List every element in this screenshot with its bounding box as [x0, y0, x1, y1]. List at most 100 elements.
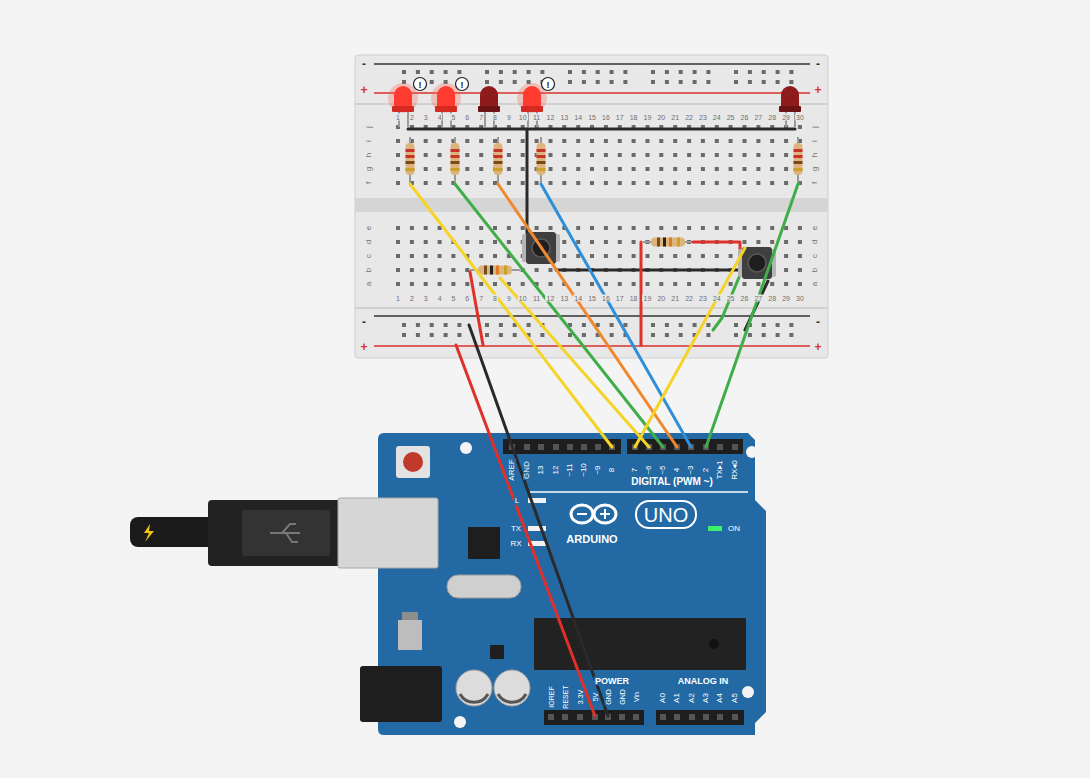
header-pin — [689, 714, 695, 720]
resistor-band — [537, 149, 546, 152]
column-number: 25 — [726, 114, 736, 121]
led-rim — [392, 106, 414, 112]
pin-label: 3.3V — [577, 689, 584, 705]
arduino-logo-marks — [577, 509, 610, 519]
row-letter: f — [365, 181, 373, 185]
column-number: 3 — [423, 295, 429, 302]
pin-label: ~10 — [580, 462, 588, 478]
header-title: ANALOG IN — [677, 677, 730, 686]
header-pin — [581, 444, 587, 450]
column-number: 7 — [478, 114, 484, 121]
pin-label: GND — [605, 688, 612, 706]
header-pin — [524, 444, 530, 450]
pin-label: IOREF — [548, 685, 555, 708]
column-number: 6 — [464, 295, 470, 302]
led-rim — [779, 106, 801, 112]
header-pin — [567, 444, 573, 450]
column-number: 23 — [698, 114, 708, 121]
column-number: 29 — [781, 114, 791, 121]
column-number: 24 — [712, 114, 722, 121]
header-pin — [717, 444, 723, 450]
column-number: 19 — [643, 295, 653, 302]
positive-rail-sign: + — [814, 84, 821, 96]
resistor-band — [537, 168, 546, 171]
led-glow — [388, 83, 418, 113]
column-number: 19 — [643, 114, 653, 121]
negative-rail-line — [374, 315, 810, 317]
column-number: 26 — [740, 114, 750, 121]
uno-badge — [636, 501, 696, 528]
resistor-band — [451, 149, 460, 152]
row-letter: d — [811, 239, 819, 245]
column-number: 22 — [684, 114, 694, 121]
power-led — [708, 526, 722, 531]
negative-rail-sign: - — [816, 316, 820, 328]
regulator-tab — [402, 612, 418, 620]
column-number: 30 — [795, 295, 805, 302]
column-number: 5 — [450, 114, 456, 121]
column-number: 10 — [518, 114, 528, 121]
jumper-wire — [455, 184, 663, 447]
resistor-band — [490, 266, 493, 275]
usb-cable — [130, 517, 220, 547]
jumper-wire — [556, 269, 745, 272]
pin-label: 7 — [631, 467, 639, 473]
resistor-symbol — [494, 143, 503, 175]
brand-name: ARDUINO — [565, 534, 618, 545]
column-number: 15 — [587, 295, 597, 302]
column-number: 1 — [395, 295, 401, 302]
push-button-cap — [748, 254, 766, 272]
column-number: 9 — [506, 114, 512, 121]
led-label: L — [514, 497, 520, 505]
jumper-wire — [500, 278, 649, 447]
header-pin — [732, 714, 738, 720]
pin-label: RESET — [562, 684, 569, 709]
pin-label: A0 — [659, 692, 667, 704]
resistor-band — [669, 238, 672, 247]
row-letter: h — [811, 152, 819, 158]
usb-plug — [208, 500, 344, 566]
pin-label: A2 — [688, 692, 696, 704]
resistor-band — [657, 238, 660, 247]
column-number: 7 — [478, 295, 484, 302]
row-letter: f — [811, 181, 819, 185]
resistor-band — [451, 161, 460, 164]
header-pin — [660, 714, 666, 720]
row-letter: j — [365, 125, 373, 129]
header-bracket — [530, 491, 748, 493]
resistor-band — [484, 266, 487, 275]
capacitor-mark — [498, 694, 526, 702]
pin-label: 8 — [608, 467, 616, 473]
capacitor — [456, 670, 492, 706]
negative-rail-sign: - — [362, 58, 366, 70]
resistor-band — [494, 161, 503, 164]
warning-mark: ! — [547, 80, 550, 89]
column-number: 14 — [573, 114, 583, 121]
resistor-band — [663, 238, 666, 247]
column-number: 2 — [409, 114, 415, 121]
pin-label: ~6 — [645, 464, 653, 475]
row-letter: b — [365, 267, 373, 273]
usb-symbol — [270, 524, 300, 542]
small-chip — [490, 645, 504, 659]
header-pin — [732, 444, 738, 450]
resistor-band — [451, 155, 460, 158]
row-letter: g — [365, 166, 373, 172]
column-number: 21 — [670, 114, 680, 121]
usb-plug-face — [242, 510, 330, 556]
column-number: 9 — [506, 295, 512, 302]
positive-rail-line — [374, 345, 810, 347]
mounting-hole — [746, 446, 758, 458]
warning-icon — [414, 78, 427, 91]
header-pin — [577, 714, 583, 720]
pin-label: ~3 — [687, 464, 695, 475]
column-number: 1 — [395, 114, 401, 121]
pin-label: GND — [619, 688, 626, 706]
column-number: 22 — [684, 295, 694, 302]
resistor-band — [406, 168, 415, 171]
pin-label: ~5 — [659, 464, 667, 475]
pin-label: 2 — [702, 467, 710, 473]
column-number: 20 — [656, 114, 666, 121]
jumper-wire — [410, 184, 612, 447]
